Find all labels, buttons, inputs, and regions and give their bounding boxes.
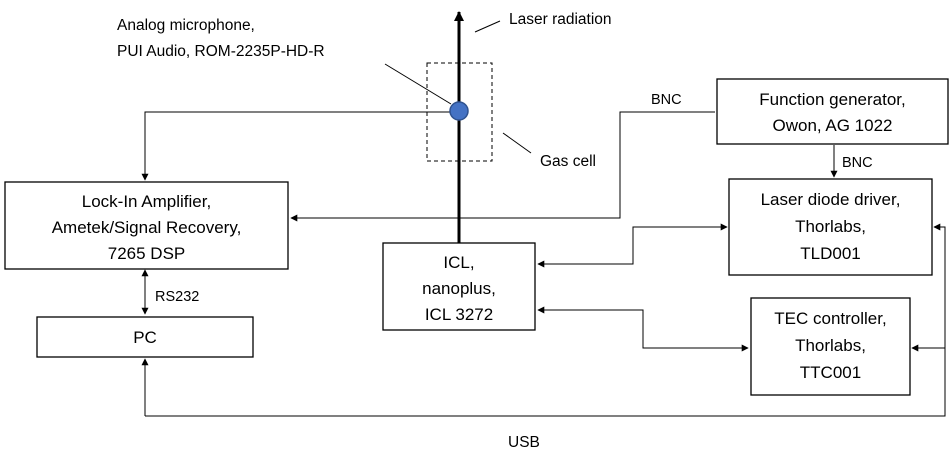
icl-line-3: ICL 3272 [425, 305, 493, 324]
laser-driver-line-2: Thorlabs, [795, 217, 866, 236]
laser-radiation-leader [474, 20, 501, 33]
lockin-amplifier-line-1: Lock-In Amplifier, [82, 192, 211, 211]
lockin-amplifier-line-3: 7265 DSP [108, 244, 186, 263]
microphone-label-line-2: PUI Audio, ROM-2235P-HD-R [117, 43, 325, 60]
tec-controller-box [750, 297, 911, 396]
laser-driver-box [728, 178, 933, 276]
lockin-amplifier-line-2: Ametek/Signal Recovery, [52, 218, 242, 237]
laser-driver-line-3: TLD001 [800, 244, 860, 263]
microphone-icon [449, 101, 469, 121]
microphone-signal-line [141, 111, 450, 181]
icl-line-1: ICL, [443, 253, 474, 272]
laser-radiation-label: Laser radiation [509, 11, 612, 28]
gas-cell-leader [502, 132, 532, 154]
microphone-leader [384, 63, 452, 105]
microphone-label-line-1: Analog microphone, [117, 17, 255, 34]
tec-controller-line-3: TTC001 [800, 363, 861, 382]
usb-line [145, 223, 946, 417]
bnc-top-label: BNC [651, 92, 682, 108]
gas-cell-label: Gas cell [540, 153, 596, 170]
driver-icl-line [537, 223, 728, 268]
icl-line-2: nanoplus, [422, 279, 496, 298]
lockin-amplifier-box [4, 181, 289, 270]
pc-label: PC [133, 328, 157, 347]
function-generator-line-1: Function generator, [759, 90, 905, 109]
usb-label: USB [508, 434, 540, 451]
rs232-label: RS232 [155, 289, 199, 305]
tec-controller-line-2: Thorlabs, [795, 336, 866, 355]
function-generator-box [716, 78, 949, 145]
tec-controller-line-1: TEC controller, [774, 309, 886, 328]
laser-driver-line-1: Laser diode driver, [761, 190, 901, 209]
bnc-mid-label: BNC [842, 155, 873, 171]
tec-icl-line [537, 306, 749, 352]
reference-bnc-line [290, 111, 715, 222]
function-generator-line-2: Owon, AG 1022 [772, 116, 892, 135]
pc-box [36, 316, 254, 358]
icl-box [382, 242, 536, 331]
